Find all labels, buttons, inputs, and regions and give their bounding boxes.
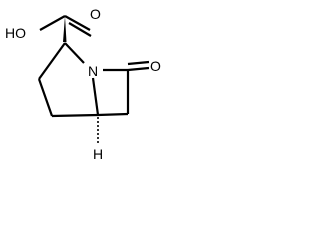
- atom-label-nitrogen: N: [88, 63, 98, 79]
- wedge-bond-c2-to-carboxyl: [63, 16, 67, 42]
- bond-c4-to-c5: [51, 113, 99, 118]
- atom-label-hydroxyl: HO: [5, 25, 26, 41]
- bond-c5-to-n1: [91, 77, 100, 116]
- molecule-structure-diagram: HO O N O H: [0, 0, 184, 178]
- bond-c6-to-c5: [97, 112, 129, 117]
- bond-c3-to-c4: [37, 78, 54, 117]
- skeletal-formula: HO O N O H: [5, 6, 161, 162]
- bond-hydroxyl-to-carboxyl-carbon: [39, 15, 66, 31]
- atom-label-bridgehead-hydrogen: H: [93, 146, 103, 162]
- atom-label-carbonyl-oxygen: O: [90, 6, 101, 22]
- bond-c7-to-lactam-oxygen-1: [127, 66, 150, 72]
- bond-c2-to-c3: [38, 42, 66, 80]
- atom-label-lactam-oxygen: O: [150, 58, 161, 74]
- bond-c7-to-lactam-oxygen-2: [127, 60, 150, 66]
- bond-c2-to-n1: [64, 42, 85, 64]
- bond-carboxyl-carbon-to-carbonyl-oxygen-1: [64, 15, 91, 31]
- bond-carboxyl-carbon-to-carbonyl-oxygen-2: [68, 22, 92, 37]
